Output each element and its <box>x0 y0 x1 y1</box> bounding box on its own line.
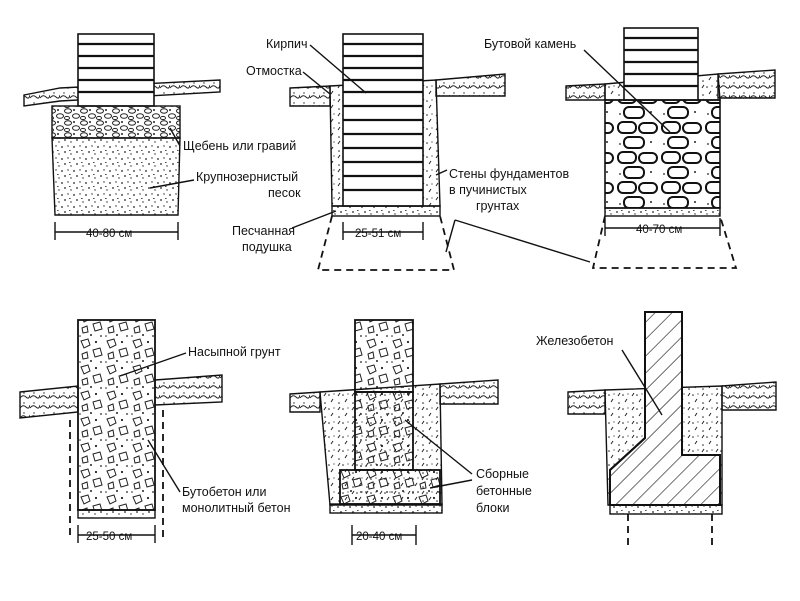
panel-rubble-stone-foundation: 40-70 см Бутовой камень <box>484 27 776 269</box>
blocks-label-line2: бетонные <box>476 484 532 498</box>
ground-surface-right <box>439 379 499 405</box>
rubble-concrete-body <box>77 319 156 511</box>
dimension-4-label: 25-50 см <box>86 531 132 543</box>
brick-label: Кирпич <box>266 37 307 51</box>
dimension-1-label: 40-80 см <box>86 228 132 240</box>
sand-cushion <box>331 205 441 217</box>
brick-courses <box>343 42 423 192</box>
panel-reinforced-concrete-foundation: Железобетон <box>536 311 777 548</box>
crushed-stone-label: Щебень или гравий <box>183 139 296 153</box>
walls-label-line3: грунтах <box>476 199 520 213</box>
panel-brick-foundation: 25-51 см Кирпич Отмостка Песчанная подуш… <box>232 33 591 271</box>
coarse-sand-label-line1: Крупнозернистый <box>196 170 298 184</box>
ground-surface-right <box>721 381 777 411</box>
brick-wall <box>77 33 155 107</box>
coarse-sand-layer <box>51 137 181 216</box>
panel-prefab-block-foundation: 20-40 см Сборные бетонные блоки <box>289 319 532 545</box>
upper-wall-block <box>354 319 414 393</box>
panel-sand-gravel-foundation: 40-80 см Щебень или гравий Крупнозернист… <box>23 33 301 240</box>
brick-courses <box>78 42 154 94</box>
sand-cushion <box>77 509 156 519</box>
dimension-2-label: 25-51 см <box>355 228 401 240</box>
brick-courses <box>624 36 698 88</box>
ground-surface-left <box>565 83 606 101</box>
ground-surface-right <box>154 374 223 406</box>
panel-rubble-concrete-foundation: 25-50 см Насыпной грунт Бутобетон или мо… <box>19 319 291 543</box>
ground-surface-left <box>19 385 79 419</box>
coarse-sand-label-line2: песок <box>268 186 301 200</box>
blind-area-right <box>435 73 506 97</box>
heaving-soil-outline <box>591 215 738 269</box>
ground-surface-right <box>717 69 776 99</box>
rubble-concrete-label-line2: монолитный бетон <box>182 501 291 515</box>
middle-block <box>354 391 414 471</box>
blocks-label-line3: блоки <box>476 501 509 515</box>
gravel-layer <box>51 105 181 139</box>
sand-cushion <box>609 504 723 515</box>
sand-cushion <box>329 503 443 514</box>
rubble-stone-label: Бутовой камень <box>484 37 576 51</box>
brick-wall <box>623 27 699 101</box>
dimension-5-label: 20-40 см <box>356 531 402 543</box>
sand-cushion-label-line1: Песчанная <box>232 224 295 238</box>
sand-cushion <box>604 207 721 217</box>
blocks-label-line1: Сборные <box>476 467 529 481</box>
dimension-3-label: 40-70 см <box>636 224 682 236</box>
walls-label-line2: в пучинистых <box>449 183 527 197</box>
fill-soil-label: Насыпной грунт <box>188 345 281 359</box>
rubble-concrete-label-line1: Бутобетон или <box>182 485 266 499</box>
reinforced-concrete-label: Железобетон <box>536 334 614 348</box>
ground-surface-left <box>289 391 321 413</box>
blind-area-label: Отмостка <box>246 64 302 78</box>
walls-label-line1: Стены фундаментов <box>449 167 569 181</box>
sand-cushion-label-line2: подушка <box>242 240 292 254</box>
heaving-soil-outline <box>316 215 456 271</box>
footing-block <box>339 469 441 505</box>
ground-surface-left <box>567 389 606 415</box>
rubble-stone-body <box>604 99 721 209</box>
